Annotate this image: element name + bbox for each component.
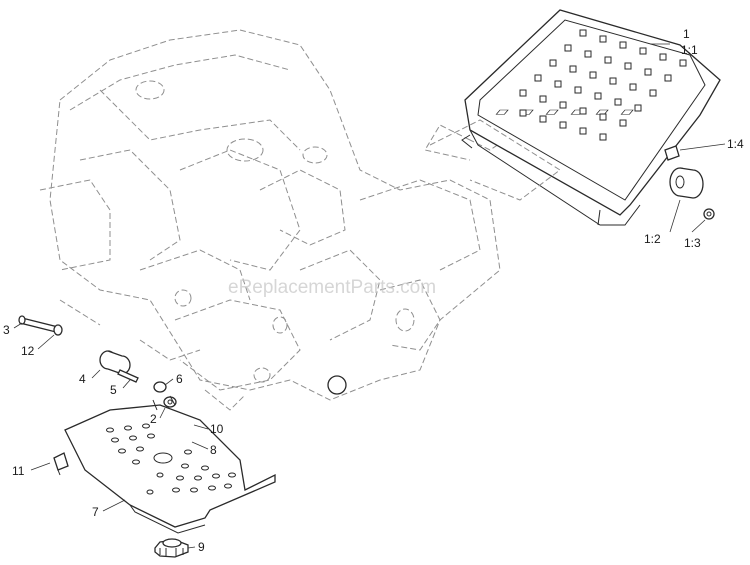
- callout-12: 12: [21, 344, 35, 358]
- skid-plate: [64, 395, 276, 534]
- nut-2: [163, 396, 177, 408]
- callout-labels: 1 1:1 1:4 1:2 1:3 3 12 4 5 6 2 10 8 11 7…: [3, 27, 744, 554]
- spacer-12: [53, 324, 63, 336]
- knob-9: [154, 538, 189, 558]
- callout-3: 3: [3, 323, 10, 337]
- callout-6: 6: [176, 372, 183, 386]
- callout-8: 8: [210, 443, 217, 457]
- callout-1: 1: [683, 27, 690, 41]
- callout-1-1: 1:1: [681, 43, 698, 57]
- platform-hardware: [664, 145, 715, 220]
- callout-1-4: 1:4: [727, 137, 744, 151]
- callout-9: 9: [198, 540, 205, 554]
- foot-platform: [429, 9, 721, 226]
- callout-10: 10: [210, 422, 224, 436]
- leader-lines: [13, 43, 726, 549]
- callout-1-3: 1:3: [684, 236, 701, 250]
- cap-1-4: [664, 145, 680, 161]
- skid-plate-holes: [106, 423, 236, 495]
- bushing-assembly: [99, 350, 139, 383]
- callout-11: 11: [12, 464, 25, 478]
- frame-bushing: [327, 375, 347, 395]
- nut-6: [153, 381, 167, 393]
- platform-grip-holes: [495, 29, 687, 141]
- bolt-3: [19, 317, 59, 333]
- bushing-body: [679, 167, 704, 199]
- frame-ghost: [39, 29, 521, 411]
- clip-11: [53, 452, 69, 476]
- nut-1-3: [703, 208, 715, 220]
- pin-5: [117, 369, 139, 383]
- callout-4: 4: [79, 372, 86, 386]
- callout-7: 7: [92, 505, 99, 519]
- watermark-text: eReplacementParts.com: [228, 277, 436, 298]
- skid-plate-7: [64, 404, 276, 528]
- callout-2: 2: [150, 412, 157, 426]
- left-hardware: [18, 315, 63, 336]
- callout-1-2: 1:2: [644, 232, 661, 246]
- callout-5: 5: [110, 383, 117, 397]
- small-nuts: [153, 381, 177, 408]
